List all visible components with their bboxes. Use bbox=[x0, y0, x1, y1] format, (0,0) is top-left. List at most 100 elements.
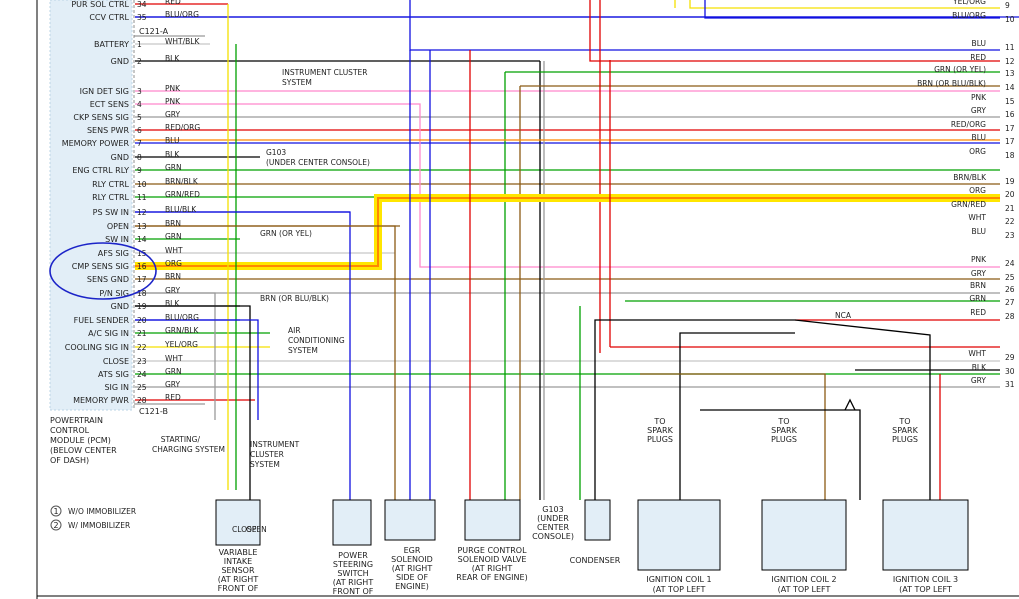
right-wire-0-color: YEL/ORG bbox=[952, 0, 986, 6]
nca-coil3 bbox=[794, 319, 931, 500]
pcm-pin-24-number: 24 bbox=[137, 370, 147, 379]
coil-3-to-2: PLUGS bbox=[892, 435, 918, 444]
starting-system-label-2: CHARGING SYSTEM bbox=[152, 445, 225, 454]
pcm-pin-34-wire-color: RED bbox=[165, 0, 181, 6]
coil-1-to-0: TO bbox=[653, 417, 665, 426]
right-pin-12-number: 20 bbox=[1005, 190, 1015, 199]
right-pin-7-number: 16 bbox=[1005, 110, 1015, 119]
pcm-pin-12-number: 12 bbox=[137, 208, 147, 217]
pcm-pin-22-name: COOLING SIG IN bbox=[65, 343, 129, 352]
legend-num-1: 2 bbox=[53, 521, 58, 530]
coil-3-to-1: SPARK bbox=[892, 426, 918, 435]
blk-gnd-wire bbox=[135, 305, 251, 500]
pcm-pin-4-wire-color: PNK bbox=[165, 97, 181, 106]
pcm-pin-21-wire-color: GRN/BLK bbox=[165, 326, 199, 335]
pcm-pin-18-number: 18 bbox=[137, 289, 147, 298]
coil-1-to-2: PLUGS bbox=[647, 435, 673, 444]
ps-caption-1: STEERING bbox=[333, 560, 373, 569]
right-pin-18-number: 26 bbox=[1005, 285, 1015, 294]
ignition-coil-2-caption: IGNITION COIL 2 bbox=[771, 575, 836, 584]
ps-caption-4: FRONT OF bbox=[333, 587, 374, 596]
ignition-coil-1-caption-2: (AT TOP LEFT bbox=[653, 585, 706, 594]
pcm-pin-1-number: 1 bbox=[137, 40, 142, 49]
right-wire-10-color: ORG bbox=[969, 147, 986, 156]
right-wire-11-color: BRN/BLK bbox=[953, 173, 987, 182]
pcm-connector-b-label: C121-B bbox=[139, 407, 168, 416]
purge-caption-1: SOLENOID VALVE bbox=[458, 555, 527, 564]
pcm-pin-6-number: 6 bbox=[137, 126, 142, 135]
starting-system-label: STARTING/ bbox=[161, 435, 201, 444]
pcm-pin-22-number: 22 bbox=[137, 343, 147, 352]
coil-bus bbox=[700, 409, 861, 500]
legend-text-1: W/ IMMOBILIZER bbox=[68, 521, 130, 530]
egr-caption-1: SOLENOID bbox=[391, 555, 433, 564]
right-wire-15-color: BLU bbox=[972, 227, 986, 236]
ignition-coil-3-caption: IGNITION COIL 3 bbox=[893, 575, 958, 584]
pcm-pin-25-wire-color: GRY bbox=[165, 380, 181, 389]
pcm-pin-3-name: IGN DET SIG bbox=[80, 87, 129, 96]
right-wire-23-color: GRY bbox=[971, 376, 987, 385]
pcm-pin-23-number: 23 bbox=[137, 357, 147, 366]
purge-caption-0: PURGE CONTROL bbox=[457, 546, 527, 555]
pcm-pin-21-name: A/C SIG IN bbox=[88, 329, 129, 338]
g103-bottom-caption-1: (UNDER bbox=[537, 514, 569, 523]
right-wire-9-color: BLU bbox=[972, 133, 986, 142]
pcm-pin-35-wire-color: BLU/ORG bbox=[165, 10, 199, 19]
right-pin-17-number: 25 bbox=[1005, 273, 1015, 282]
coil-2-to-0: TO bbox=[777, 417, 789, 426]
vis-caption-2: SENSOR bbox=[221, 566, 254, 575]
ignition-coil-2-box bbox=[761, 499, 847, 571]
pcm-pin-4-name: ECT SENS bbox=[90, 100, 129, 109]
pcm-pin-35-name: CCV CTRL bbox=[89, 13, 129, 22]
right-wire-1-color: BLU/ORG bbox=[952, 11, 986, 20]
pcm-pin-25-number: 25 bbox=[137, 383, 147, 392]
pcm-pin-13-number: 13 bbox=[137, 222, 147, 231]
ac-callout-3: SYSTEM bbox=[288, 346, 318, 355]
pcm-pin-7-number: 7 bbox=[137, 139, 142, 148]
vis-caption-3: (AT RIGHT bbox=[218, 575, 259, 584]
pcm-pin-18-wire-color: GRY bbox=[165, 286, 181, 295]
pcm-name-line-2: CONTROL bbox=[50, 426, 90, 435]
right-wire-8-color: RED/ORG bbox=[951, 120, 986, 129]
right-pin-21-number: 29 bbox=[1005, 353, 1015, 362]
pcm-pin-13-name: OPEN bbox=[107, 222, 129, 231]
legend-circle-0 bbox=[50, 505, 62, 517]
cmp-annotation-circle bbox=[49, 242, 157, 300]
pcm-pin-20-number: 20 bbox=[137, 316, 147, 325]
instrument-cluster-label-2: CLUSTER bbox=[250, 450, 284, 459]
ps-caption-0: POWER bbox=[338, 551, 368, 560]
pcm-pin-17-name: SENS GND bbox=[87, 275, 129, 284]
pcm-module: C121-A C121-B POWERTRAIN CONTROL MODULE … bbox=[49, 0, 205, 465]
starting-gry-wire bbox=[135, 292, 216, 420]
brn-coil2 bbox=[640, 373, 826, 500]
grn-or-yel-callout: GRN (OR YEL) bbox=[260, 229, 312, 238]
pcm-name-line-4: (BELOW CENTER bbox=[50, 446, 117, 455]
pcm-pin-28-number: 28 bbox=[137, 396, 147, 405]
pcm-pin-5-number: 5 bbox=[137, 113, 142, 122]
ignition-coil-2-caption-2: (AT TOP LEFT bbox=[778, 585, 831, 594]
crossover bbox=[844, 398, 856, 411]
pcm-pin-11-wire-color: GRN/RED bbox=[165, 190, 200, 199]
instrument-cluster-label: INSTRUMENT bbox=[250, 440, 300, 449]
ps-switch-box bbox=[332, 499, 372, 546]
egr-caption-2: (AT RIGHT bbox=[392, 564, 433, 573]
g103-bottom-caption-2: CENTER bbox=[537, 523, 570, 532]
vis-caption-4: FRONT OF bbox=[218, 584, 259, 593]
pcm-pin-12-name: PS SW IN bbox=[93, 208, 129, 217]
vis-close-label: CLOSE bbox=[232, 525, 257, 534]
egr-brn-wire bbox=[135, 225, 396, 500]
pcm-pin-19-wire-color: BLK bbox=[165, 299, 180, 308]
pcm-pin-1-wire-color: WHT/BLK bbox=[165, 37, 200, 46]
right-pin-16-number: 24 bbox=[1005, 259, 1015, 268]
pcm-pin-21-number: 21 bbox=[137, 329, 147, 338]
pcm-pin-23-name: CLOSE bbox=[103, 357, 129, 366]
pcm-pin-13-wire-color: BRN bbox=[165, 219, 181, 228]
legend-num-0: 1 bbox=[53, 507, 58, 516]
ps-caption-3: (AT RIGHT bbox=[333, 578, 374, 587]
purge-caption-2: (AT RIGHT bbox=[472, 564, 513, 573]
pcm-pin-16-wire-color: ORG bbox=[165, 259, 182, 268]
pcm-pin-17-wire-color: BRN bbox=[165, 272, 181, 281]
right-wire-22-color: BLK bbox=[972, 363, 987, 372]
right-pin-11-number: 19 bbox=[1005, 177, 1015, 186]
right-wire-12-color: ORG bbox=[969, 186, 986, 195]
